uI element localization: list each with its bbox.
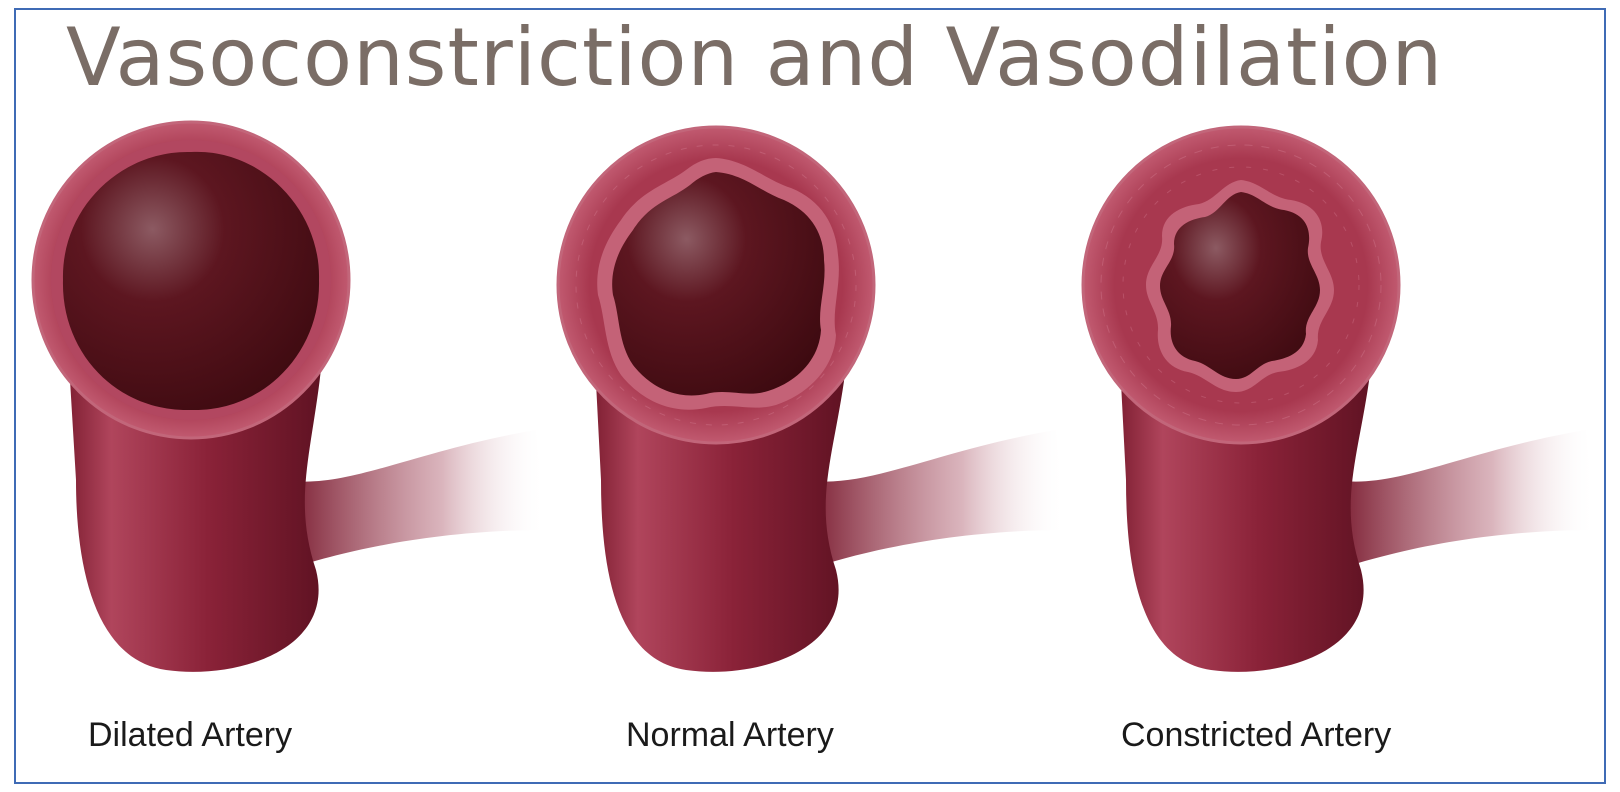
constricted-artery-tail [1336, 430, 1596, 570]
label-normal-artery: Normal Artery [626, 716, 834, 755]
normal-artery-tail [806, 430, 1066, 570]
artery-illustration [16, 10, 1608, 786]
constricted-artery-figure [1083, 127, 1596, 672]
label-dilated-artery: Dilated Artery [88, 716, 292, 755]
label-constricted-artery: Constricted Artery [1121, 716, 1391, 755]
normal-artery-figure [558, 127, 1066, 672]
diagram-frame: Vasoconstriction and Vasodilation [14, 8, 1606, 784]
dilated-artery-lumen [63, 152, 319, 410]
dilated-artery-figure [33, 122, 546, 672]
dilated-artery-tail [286, 430, 546, 570]
